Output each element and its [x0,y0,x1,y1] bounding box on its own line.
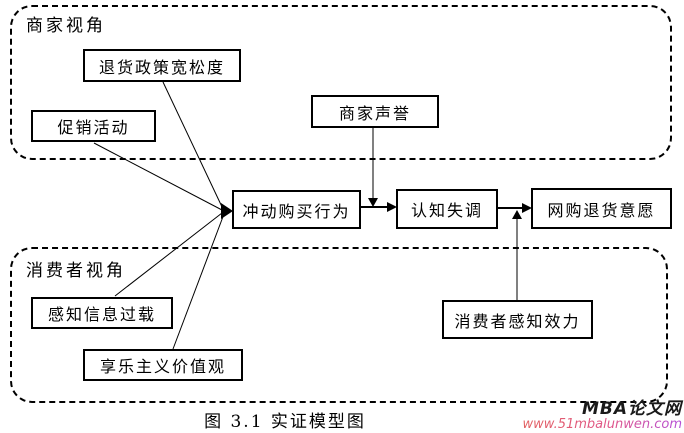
node-cognitive-dissonance: 认知失调 [396,189,498,229]
node-online-return-intention: 网购退货意愿 [531,188,672,229]
node-hedonic-values: 享乐主义价值观 [83,349,243,381]
edge-overload-to-impulse [114,212,223,297]
merchant-perspective-label: 商家视角 [26,16,106,36]
node-consumer-perceived-efficacy: 消费者感知效力 [442,300,593,339]
merchant-perspective-group [10,5,672,160]
arrowhead-reputation-down [368,198,378,207]
watermark-url: www.51mbalunwen.com [522,417,682,433]
arrowhead-into-impulse [221,203,233,219]
arrowhead-into-intention [522,203,532,213]
node-merchant-reputation: 商家声誉 [311,95,439,128]
watermark-brand: MBA论文网 [581,399,682,420]
node-promotion-activity: 促销活动 [31,110,156,142]
edge-promotion-to-impulse [93,142,223,211]
node-return-policy-leniency: 退货政策宽松度 [83,49,241,82]
consumer-perspective-label: 消费者视角 [26,261,126,281]
node-impulse-buying: 冲动购买行为 [232,190,361,229]
arrowhead-efficacy-up [512,210,522,219]
figure-caption: 图 3.1 实证模型图 [204,412,366,432]
edge-hedonic-to-impulse [172,213,225,350]
consumer-perspective-group [10,247,668,403]
watermark: MBA论文网 www.51mbalunwen.com [523,401,682,432]
arrowhead-into-dissonance [387,202,397,212]
node-perceived-info-overload: 感知信息过载 [31,297,173,329]
edge-return-policy-to-impulse [162,81,224,210]
